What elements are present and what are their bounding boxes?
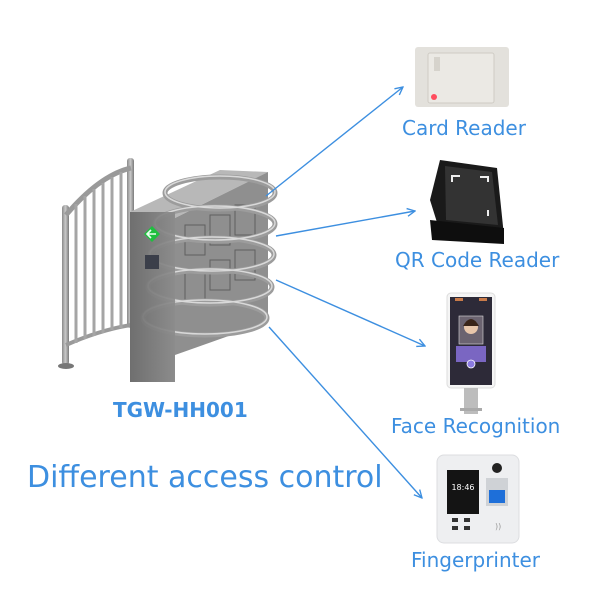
qr-code-reader-image <box>430 160 504 244</box>
card-reader-led-icon <box>431 94 437 100</box>
svg-text:)): )) <box>495 522 501 531</box>
qr-code-reader-label: QR Code Reader <box>395 248 560 272</box>
fingerprinter-image: 18:46 )) <box>436 454 520 544</box>
product-model-label: TGW-HH001 <box>113 398 248 422</box>
card-reader-image <box>415 47 509 107</box>
face-recognition-image <box>446 292 496 414</box>
headline: Different access control <box>27 460 383 495</box>
face-recognition-label: Face Recognition <box>391 414 561 438</box>
arrow-to-card-reader <box>265 87 403 197</box>
fingerprinter-label: Fingerprinter <box>411 548 541 572</box>
arrow-to-face-recognition <box>275 279 425 346</box>
arrow-to-qr-code-reader <box>275 211 415 237</box>
verified-check-icon <box>466 359 476 369</box>
fingerprinter-time-display: 18:46 <box>451 483 474 492</box>
turnstile-illustration <box>58 158 278 382</box>
side-fence <box>58 158 134 369</box>
arrow-to-fingerprinter <box>268 326 422 498</box>
card-reader-label: Card Reader <box>402 116 526 140</box>
connector-arrows <box>265 87 425 498</box>
